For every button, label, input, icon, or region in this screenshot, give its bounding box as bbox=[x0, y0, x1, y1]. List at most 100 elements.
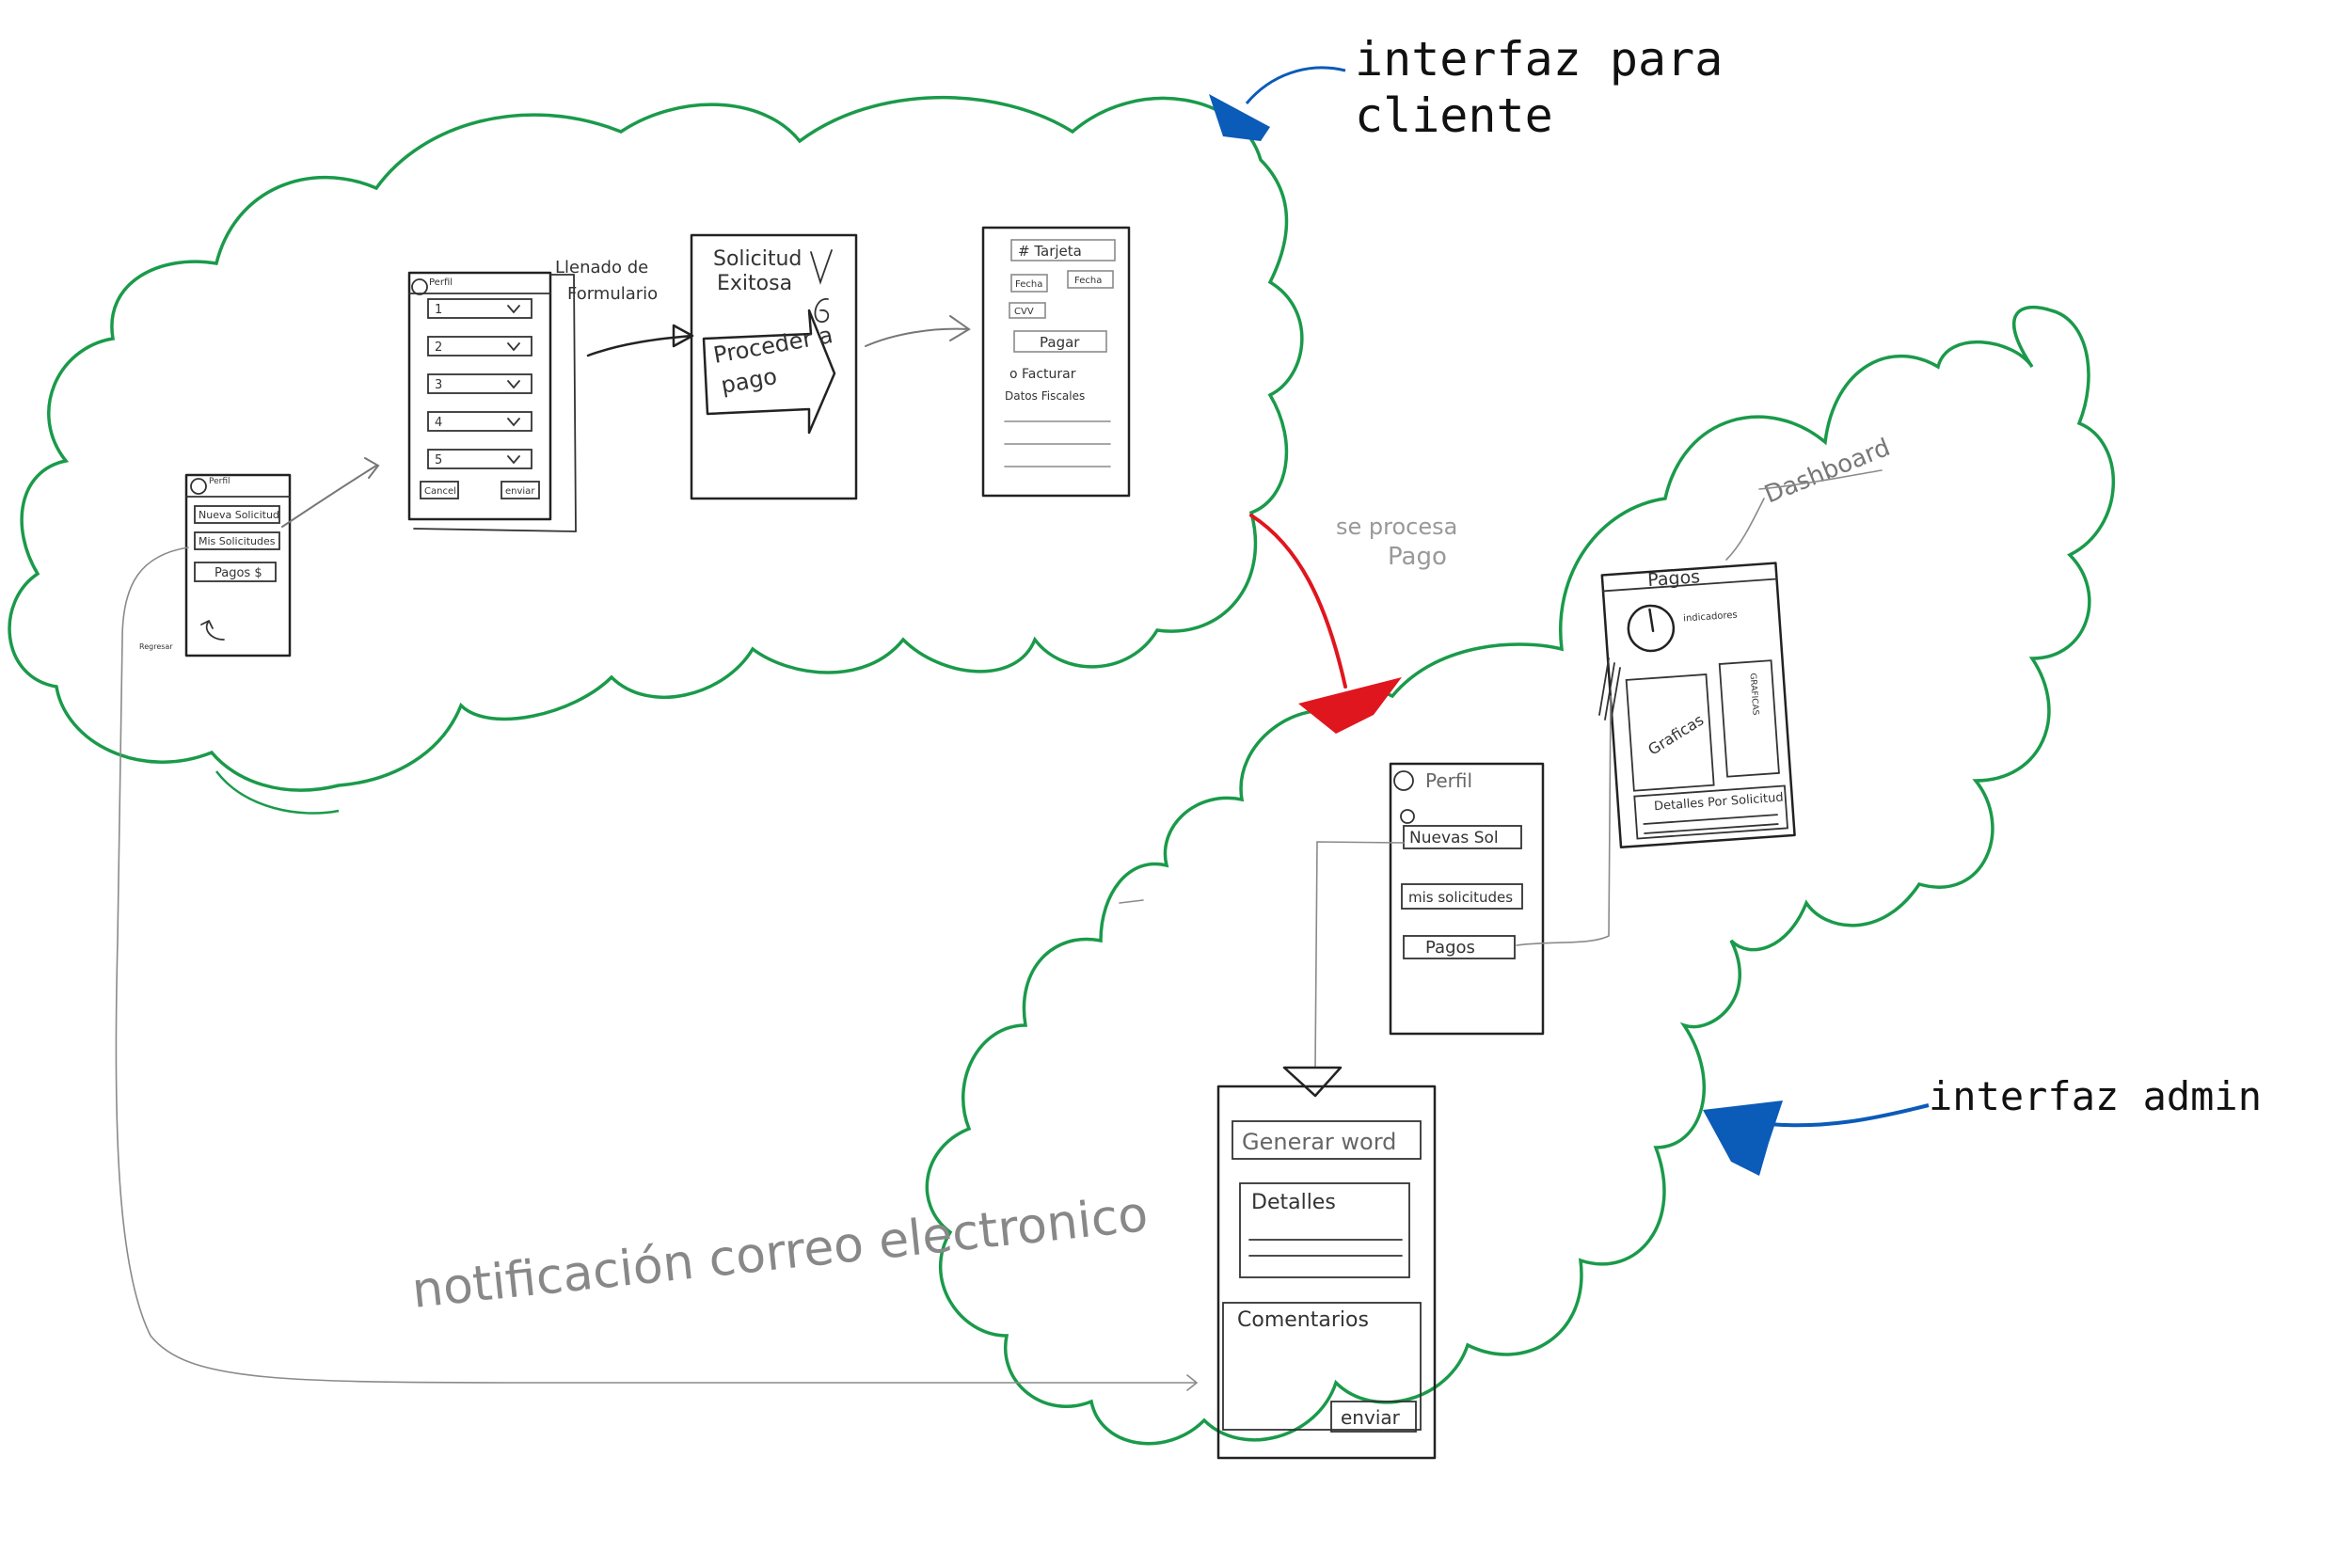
admin-pointer-stroke bbox=[1768, 1103, 1930, 1128]
client-back-label: Regresar bbox=[139, 642, 173, 651]
success-screen: Solicitud Exitosa Proceder a pago bbox=[690, 233, 858, 500]
charts-panel-left bbox=[1625, 673, 1715, 792]
form-field-3[interactable] bbox=[427, 373, 532, 394]
generate-word-button[interactable] bbox=[1232, 1120, 1422, 1160]
dashboard-hatch-marks bbox=[1598, 657, 1621, 723]
client-cloud bbox=[8, 95, 1304, 792]
date-field-2[interactable] bbox=[1067, 270, 1114, 289]
back-icon[interactable] bbox=[200, 620, 225, 641]
six-icon bbox=[814, 298, 830, 323]
process-note-line1: se procesa bbox=[1336, 514, 1457, 540]
success-title-line2: Exitosa bbox=[717, 272, 792, 295]
form-annotation-line2: Formulario bbox=[567, 284, 658, 304]
form-field-label: 1 bbox=[435, 303, 442, 317]
detail-send-button[interactable] bbox=[1330, 1401, 1417, 1433]
admin-new-requests-button[interactable] bbox=[1403, 825, 1522, 849]
process-payment-arrow-head bbox=[1298, 677, 1402, 734]
arrow-success-to-payment bbox=[865, 315, 971, 347]
notification-label: notificación correo electronico bbox=[409, 1186, 1151, 1320]
form-field-4[interactable] bbox=[427, 411, 532, 432]
form-cancel-button[interactable] bbox=[420, 481, 459, 499]
client-home-screen: Perfil Nueva Solicitud Mis Solicitudes P… bbox=[139, 473, 292, 657]
cvv-field[interactable] bbox=[1009, 302, 1046, 319]
form-field-label: 4 bbox=[435, 416, 442, 430]
admin-my-requests-label: mis solicitudes bbox=[1408, 889, 1513, 906]
client-payments-button[interactable] bbox=[194, 562, 277, 582]
check-icon bbox=[810, 249, 833, 285]
form-field-1[interactable] bbox=[427, 298, 532, 319]
dashboard-screen: Pagos indicadores Graficas GRAFICAS Deta… bbox=[1600, 562, 1796, 849]
proceed-label-line2: pago bbox=[719, 363, 779, 399]
comments-box[interactable] bbox=[1222, 1302, 1422, 1431]
admin-new-requests-label: Nuevas Sol bbox=[1409, 829, 1499, 847]
client-my-requests-label: Mis Solicitudes bbox=[199, 535, 276, 547]
date-label-2: Fecha bbox=[1074, 276, 1102, 286]
form-field-5[interactable] bbox=[427, 449, 532, 469]
dashboard-pointer bbox=[1725, 498, 1765, 561]
card-number-label: # Tarjeta bbox=[1018, 243, 1082, 260]
chevron-down-icon bbox=[507, 418, 520, 427]
form-field-2[interactable] bbox=[427, 336, 532, 356]
cvv-label: CVV bbox=[1014, 307, 1034, 317]
process-payment-arrow bbox=[1249, 514, 1347, 689]
form-send-button[interactable] bbox=[501, 481, 540, 499]
notification-arrowhead bbox=[1186, 1374, 1199, 1391]
connector-payments-to-dashboard bbox=[1516, 695, 1612, 946]
stray-mark bbox=[1119, 899, 1144, 904]
details-label: Detalles bbox=[1251, 1191, 1336, 1214]
form-cancel-label: Cancel bbox=[424, 486, 456, 497]
details-per-request-panel[interactable] bbox=[1633, 784, 1788, 840]
client-new-request-label: Nueva Solicitud bbox=[199, 509, 279, 521]
proceed-label-line1: Proceder a bbox=[711, 322, 834, 369]
admin-cloud-label: interfaz admin bbox=[1929, 1073, 2262, 1119]
gauge-icon bbox=[1627, 604, 1676, 653]
admin-payments-button[interactable] bbox=[1403, 935, 1516, 959]
fiscal-data-label: Datos Fiscales bbox=[1005, 389, 1085, 403]
form-field-label: 3 bbox=[435, 378, 442, 392]
pay-button[interactable] bbox=[1013, 330, 1107, 353]
dashboard-underline bbox=[1758, 469, 1883, 490]
generate-word-label: Generar word bbox=[1242, 1129, 1396, 1155]
detail-screen: Generar word Detalles Comentarios enviar bbox=[1216, 1085, 1437, 1460]
client-home-perfil: Perfil bbox=[209, 477, 230, 486]
form-perfil: Perfil bbox=[429, 277, 453, 288]
success-title-line1: Solicitud bbox=[713, 247, 802, 271]
notification-connector bbox=[115, 546, 1196, 1384]
admin-my-requests-button[interactable] bbox=[1401, 883, 1523, 910]
client-pointer-stroke bbox=[1245, 66, 1346, 104]
details-panel bbox=[1239, 1182, 1410, 1278]
admin-cloud bbox=[925, 305, 2116, 1446]
detail-send-label: enviar bbox=[1341, 1406, 1401, 1429]
client-my-requests-button[interactable] bbox=[194, 531, 280, 550]
date-field[interactable] bbox=[1010, 274, 1048, 293]
form-annotation-line1: Llenado de bbox=[555, 258, 648, 277]
arrow-home-to-form bbox=[281, 457, 380, 528]
comments-label: Comentarios bbox=[1237, 1308, 1369, 1332]
dashboard-title: Pagos bbox=[1647, 566, 1701, 591]
chevron-down-icon bbox=[507, 342, 520, 352]
admin-pointer-head bbox=[1703, 1101, 1783, 1176]
pay-label: Pagar bbox=[1040, 334, 1080, 351]
client-payments-label: Pagos $ bbox=[215, 566, 262, 580]
client-cloud-label-line1: interfaz para bbox=[1355, 32, 1723, 87]
client-cloud-tail bbox=[215, 770, 340, 815]
invoice-option[interactable]: o Facturar bbox=[1009, 367, 1076, 382]
connector-new-requests-to-detail bbox=[1314, 841, 1405, 1069]
charts-label-right: GRAFICAS bbox=[1747, 673, 1759, 716]
card-number-field[interactable] bbox=[1010, 239, 1116, 261]
form-send-label: enviar bbox=[505, 486, 535, 497]
date-label: Fecha bbox=[1015, 279, 1042, 290]
process-note-line2: Pago bbox=[1388, 543, 1447, 571]
arrow-to-detail-screen bbox=[1282, 1066, 1343, 1098]
client-pointer-head bbox=[1209, 94, 1270, 141]
proceed-to-payment-button[interactable] bbox=[702, 309, 836, 435]
form-field-label: 2 bbox=[435, 341, 442, 355]
charts-panel-right bbox=[1718, 659, 1780, 778]
chevron-down-icon bbox=[507, 305, 520, 314]
client-new-request-button[interactable] bbox=[194, 505, 280, 524]
admin-perfil: Perfil bbox=[1425, 769, 1472, 792]
indicators-label: indicadores bbox=[1683, 610, 1738, 625]
